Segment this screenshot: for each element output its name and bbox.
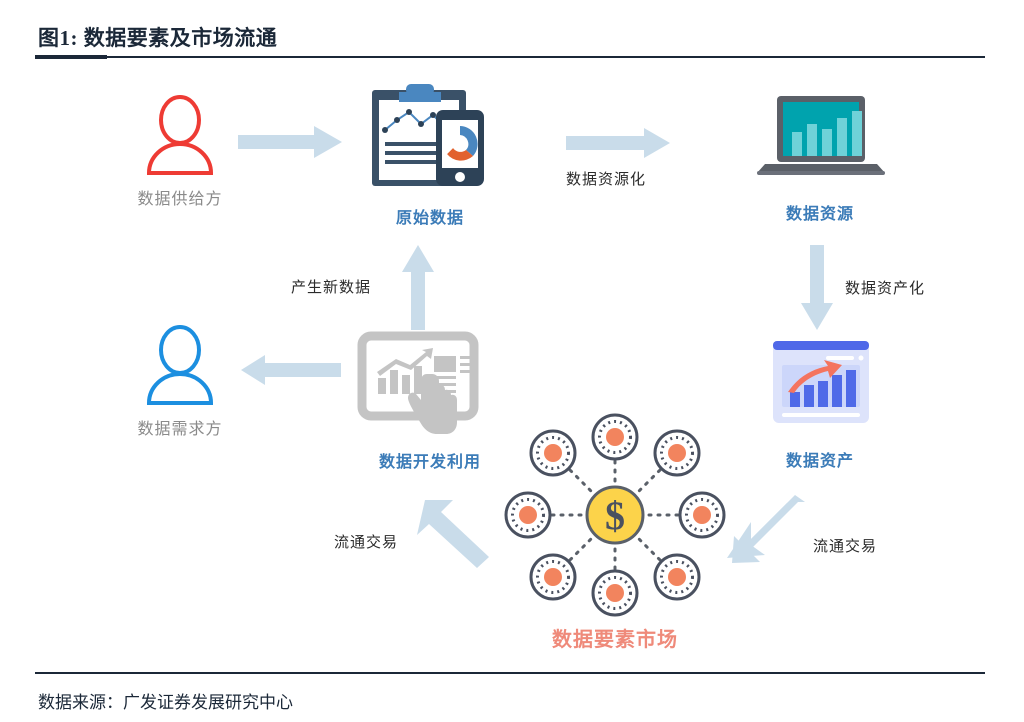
- node-data-supplier: 数据供给方: [90, 95, 270, 209]
- arrow-label-resource-to-asset: 数据资产化: [845, 281, 926, 297]
- node-data-resource: 数据资源: [720, 88, 920, 224]
- page-title: 图1: 数据要素及市场流通: [38, 26, 278, 50]
- node-data-market: $ 数据要素市场: [500, 413, 730, 652]
- title-divider: [35, 56, 985, 58]
- node-data-asset: 数据资产: [720, 335, 920, 471]
- title-divider-accent: [35, 55, 107, 59]
- node-data-consumer: 数据需求方: [90, 325, 270, 439]
- arrow-label-asset-to-market: 流通交易: [813, 539, 878, 555]
- footer-divider: [35, 672, 985, 674]
- node-label-data-development: 数据开发利用: [378, 454, 481, 471]
- person-icon: [90, 95, 270, 175]
- tablet-hand-icon: [330, 331, 530, 442]
- node-raw-data: 原始数据: [340, 82, 520, 228]
- arrow-resource-to-asset: [801, 245, 833, 330]
- arrow-label-development-to-raw: 产生新数据: [291, 280, 372, 296]
- laptop-chart-icon: [720, 88, 920, 188]
- arrow-asset-to-market: [727, 495, 805, 567]
- node-label-data-asset: 数据资产: [785, 453, 854, 470]
- node-label-data-supplier: 数据供给方: [137, 191, 223, 208]
- node-data-development: 数据开发利用: [330, 331, 530, 472]
- dollar-symbol: $: [605, 493, 625, 538]
- arrow-development-to-raw: [402, 245, 434, 330]
- node-label-data-market: 数据要素市场: [552, 629, 678, 651]
- person-icon: [90, 325, 270, 405]
- node-label-data-consumer: 数据需求方: [137, 421, 223, 438]
- arrow-raw-to-resource: [566, 128, 670, 158]
- node-label-data-resource: 数据资源: [785, 206, 854, 223]
- arrow-label-market-to-development: 流通交易: [334, 535, 399, 551]
- arrow-supplier-to-raw: [238, 126, 342, 158]
- clipboard-phone-icon: [340, 82, 520, 192]
- dashboard-window-icon: [720, 335, 920, 435]
- arrow-label-raw-to-resource: 数据资源化: [566, 172, 647, 188]
- market-network-icon: $: [500, 413, 730, 617]
- node-label-raw-data: 原始数据: [395, 210, 464, 227]
- source-note: 数据来源：广发证券发展研究中心: [38, 693, 293, 712]
- arrow-market-to-development: [417, 492, 499, 568]
- arrow-development-to-consumer: [241, 355, 341, 385]
